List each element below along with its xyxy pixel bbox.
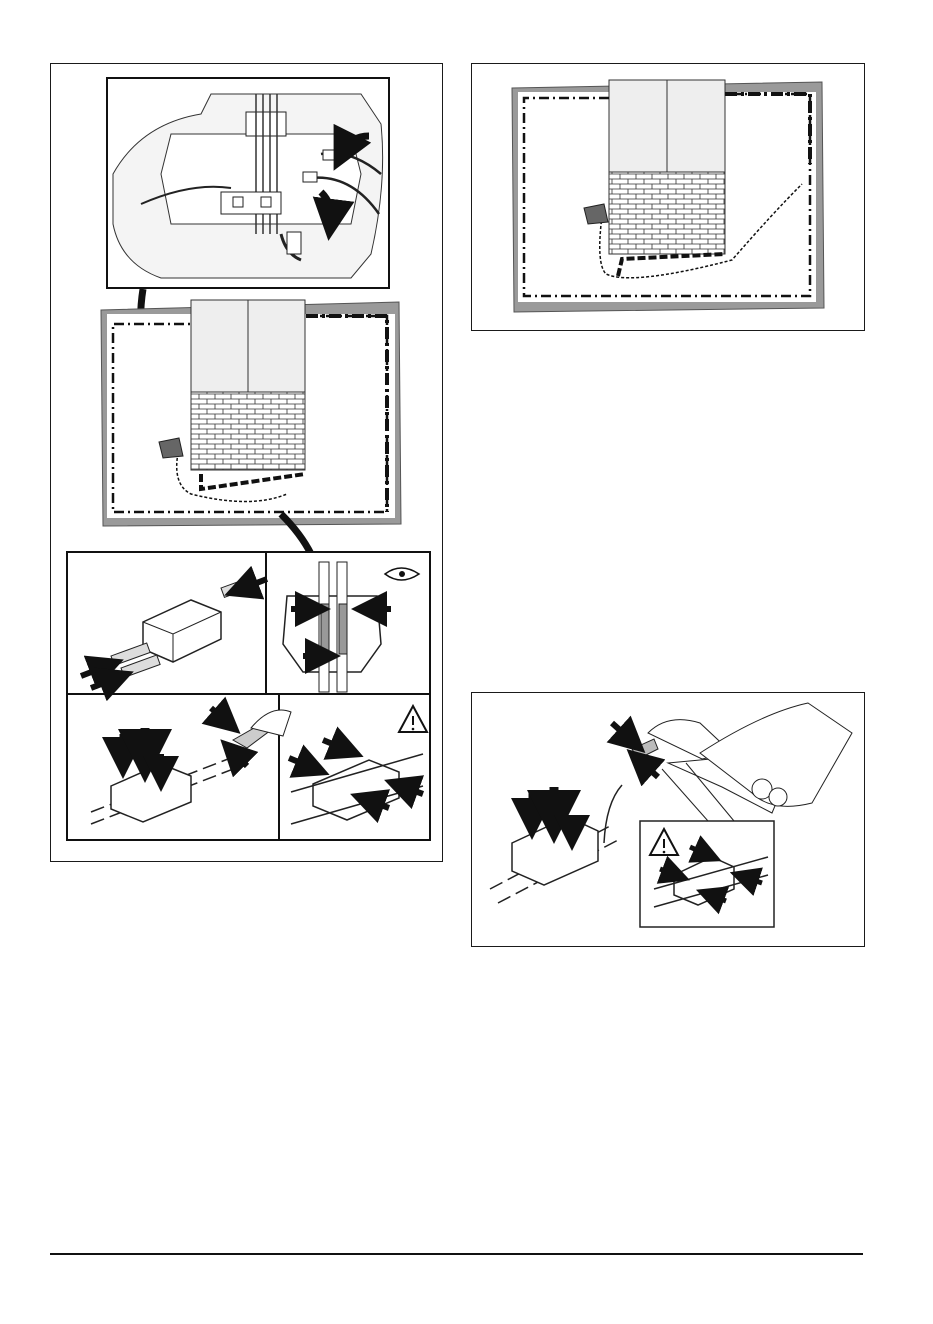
figure-top-right-illustration — [472, 64, 864, 330]
cable-coupler-detail-grid — [67, 552, 430, 840]
work-area-layout — [512, 80, 824, 312]
figure-bottom-right-illustration — [472, 693, 864, 946]
work-area-layout — [101, 300, 401, 526]
figure-left — [50, 63, 443, 862]
figure-top-right — [471, 63, 865, 331]
figure-left-illustration — [51, 64, 442, 861]
charging-station-connector-closeup — [107, 78, 389, 288]
press-evenly-warning — [640, 821, 774, 927]
footer-rule — [50, 1253, 863, 1255]
arrow-icon — [612, 723, 632, 741]
arrow-icon — [640, 761, 658, 777]
figure-bottom-right — [471, 692, 865, 947]
